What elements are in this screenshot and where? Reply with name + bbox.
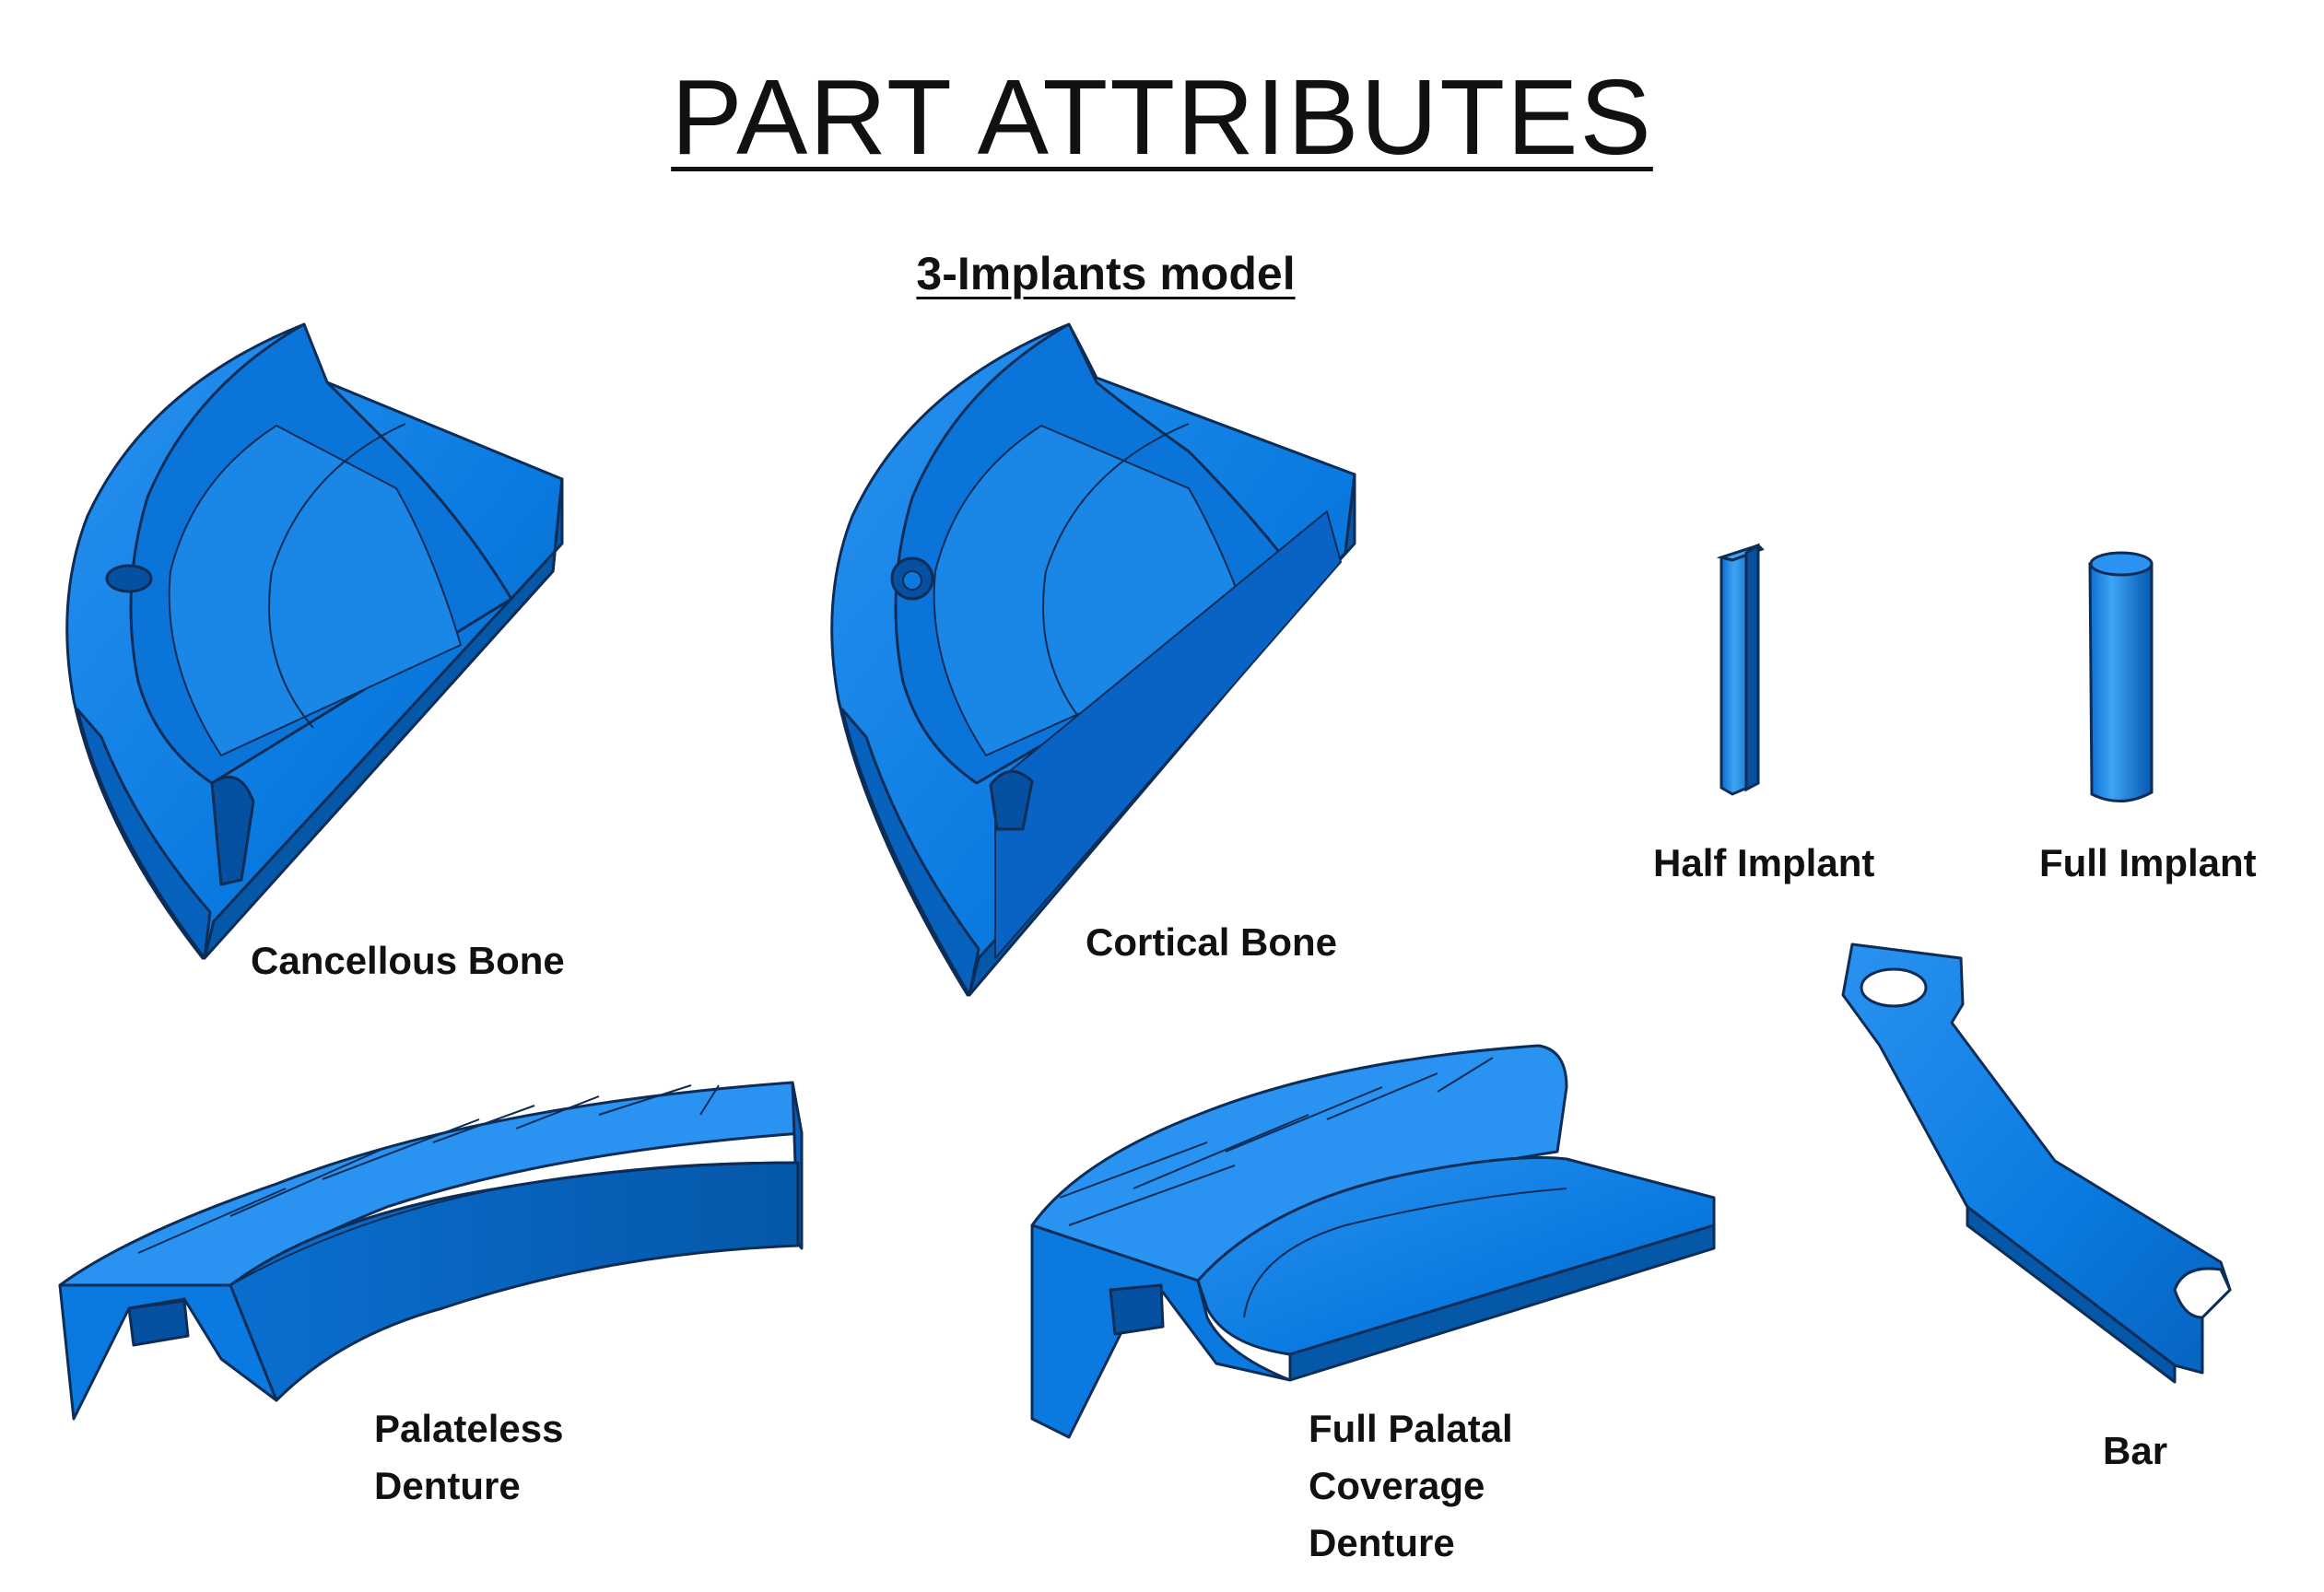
palateless-denture-label: Palateless Denture [374,1400,564,1515]
bar-model [1841,942,2232,1384]
full-palatal-denture-label: Full Palatal Coverage Denture [1309,1400,1513,1572]
cortical-bone-label: Cortical Bone [1086,920,1338,964]
full-palatal-denture-label-line: Full Palatal [1309,1407,1513,1450]
page-title: PART ATTRIBUTES [671,57,1653,177]
full-implant-model [2088,551,2154,803]
half-implant-label: Half Implant [1653,841,1875,884]
palateless-denture-label-line: Palateless [374,1407,564,1450]
cortical-bone-model [830,322,1356,997]
full-palatal-denture-label-line: Denture [1309,1521,1455,1564]
cancellous-bone-model [65,322,564,960]
full-palatal-denture-model [1030,1044,1716,1439]
bar-label: Bar [2103,1429,2168,1472]
palateless-denture-model [58,1081,804,1421]
full-implant-label: Full Implant [2039,841,2257,884]
cancellous-bone-label: Cancellous Bone [251,939,565,982]
half-implant-model [1716,543,1765,796]
full-palatal-denture-label-line: Coverage [1309,1464,1485,1507]
palateless-denture-label-line: Denture [374,1464,521,1507]
model-subtitle: 3-Implants model [916,248,1296,299]
